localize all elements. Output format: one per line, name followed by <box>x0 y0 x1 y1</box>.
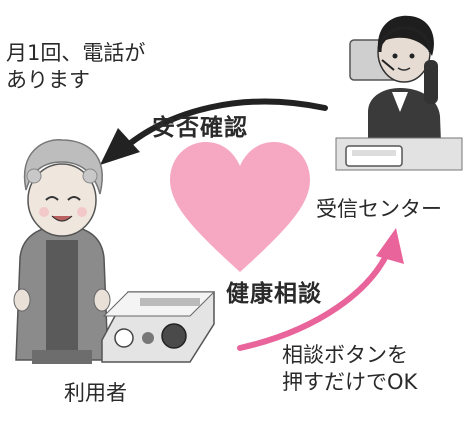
operator-figure <box>335 15 463 171</box>
user-label: 利用者 <box>64 381 127 405</box>
call-arrow-head <box>100 128 140 165</box>
health-consult-label: 健康相談 <box>226 281 322 307</box>
monthly-call-note-line2: あります <box>6 68 90 93</box>
button-note-line2: 押すだけでOK <box>282 370 418 395</box>
button-note: 相談ボタンを 押すだけでOK <box>282 342 417 397</box>
elderly-user-figure <box>13 139 111 364</box>
consult-button-device <box>101 291 216 363</box>
call-arrow <box>125 98 328 148</box>
heart-icon <box>170 142 310 272</box>
consult-arrow-head <box>376 228 404 264</box>
consult-arrow <box>237 249 391 351</box>
monthly-call-note-line1: 月1回、電話が <box>6 41 146 65</box>
monthly-call-note: 月1回、電話が あります <box>6 40 145 95</box>
reception-center-label: 受信センター <box>316 197 442 221</box>
safety-check-label: 安否確認 <box>152 115 248 141</box>
button-note-line1: 相談ボタンを <box>282 343 408 367</box>
